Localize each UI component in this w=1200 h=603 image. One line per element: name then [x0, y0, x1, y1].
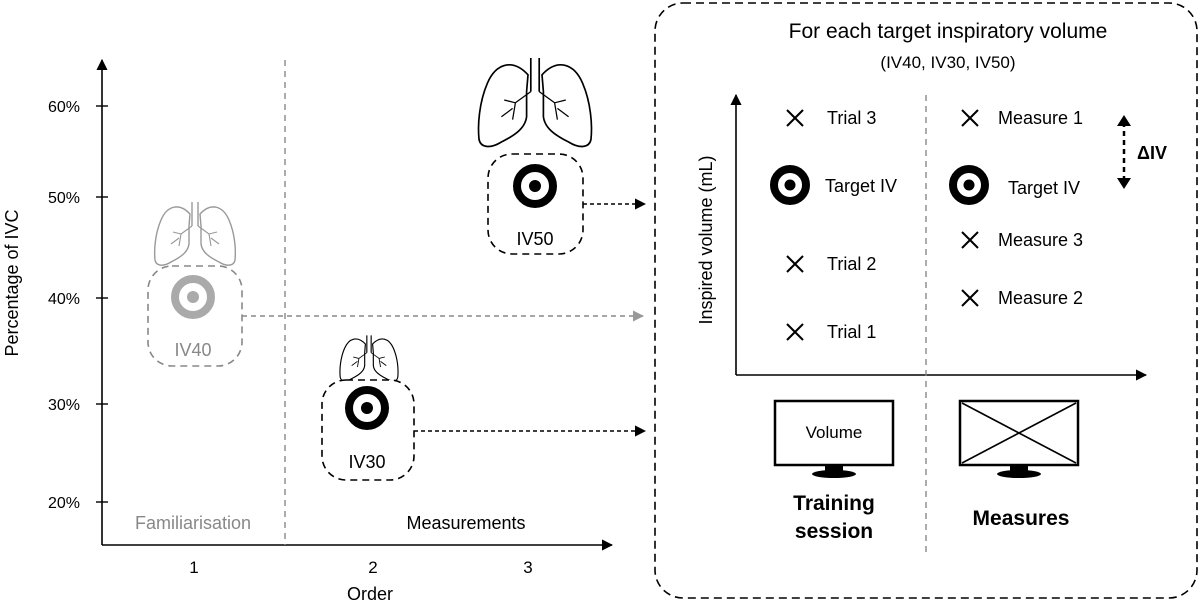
trial-label: Trial 1 [827, 322, 876, 342]
target-icon [171, 275, 215, 319]
target-icon [513, 164, 557, 208]
cross-icon [786, 323, 804, 341]
target-box [321, 379, 415, 481]
y-tick-label: 40% [48, 291, 80, 308]
measure-label: Measure 1 [998, 108, 1083, 128]
target-iv50: IV50 [477, 58, 593, 255]
target-icon [949, 165, 989, 205]
panel-title: For each target inspiratory volume [789, 20, 1108, 43]
delta-arrow-icon [1117, 115, 1131, 189]
y-ticks [96, 105, 108, 503]
measure-label: Measure 3 [998, 230, 1083, 250]
x-axis-label: Order [347, 584, 393, 603]
y-tick-label: 20% [48, 495, 80, 512]
training-caption: session [795, 520, 873, 543]
monitor-screen-text: Volume [806, 423, 863, 442]
target-icon [345, 386, 389, 430]
phase-label-measurements: Measurements [406, 513, 525, 533]
x-tick-label: 2 [368, 558, 377, 577]
y-axis-label: Percentage of IVC [2, 209, 22, 356]
measures-column: Measure 1 Target IV Measure 3 Measure 2 … [949, 108, 1167, 530]
measure-label: Measure 2 [998, 288, 1083, 308]
cross-icon [786, 255, 804, 273]
target-iv-label: Target IV [825, 176, 897, 196]
lungs-icon [153, 202, 237, 266]
y-tick-label: 30% [48, 397, 80, 414]
target-iv30: IV30 [321, 335, 415, 481]
training-column: Trial 3 Target IV Trial 2 Trial 1 Volume… [770, 108, 897, 543]
x-tick-label: 1 [189, 558, 198, 577]
y-tick-label: 50% [48, 190, 80, 207]
protocol-panel: For each target inspiratory volume (IV40… [654, 2, 1198, 599]
target-label: IV50 [516, 229, 553, 249]
training-caption: Training [793, 492, 875, 515]
volume-axis-label: Inspired volume (mL) [696, 155, 716, 324]
target-label: IV40 [174, 340, 211, 360]
left-chart: 20% 30% 40% 50% 60% Percentage of IVC 1 … [2, 58, 647, 603]
blank-monitor-icon [958, 399, 1080, 478]
panel-subtitle: (IV40, IV30, IV50) [880, 53, 1015, 72]
cross-icon [961, 231, 979, 249]
target-icon [770, 165, 810, 205]
cross-icon [786, 109, 804, 127]
target-iv-label: Target IV [1008, 178, 1080, 198]
delta-iv-label: ΔIV [1137, 143, 1167, 163]
trial-label: Trial 2 [827, 254, 876, 274]
target-label: IV30 [348, 452, 385, 472]
y-tick-label: 60% [48, 99, 80, 116]
cross-icon [961, 289, 979, 307]
x-tick-label: 3 [523, 558, 532, 577]
phase-label-familiarisation: Familiarisation [135, 513, 251, 533]
measures-caption: Measures [973, 507, 1070, 530]
cross-icon [961, 109, 979, 127]
monitor-icon [773, 399, 895, 478]
panel-frame [654, 2, 1198, 599]
lungs-icon [339, 335, 399, 382]
trial-label: Trial 3 [827, 108, 876, 128]
target-iv40: IV40 [147, 202, 243, 367]
lungs-icon [477, 58, 593, 148]
